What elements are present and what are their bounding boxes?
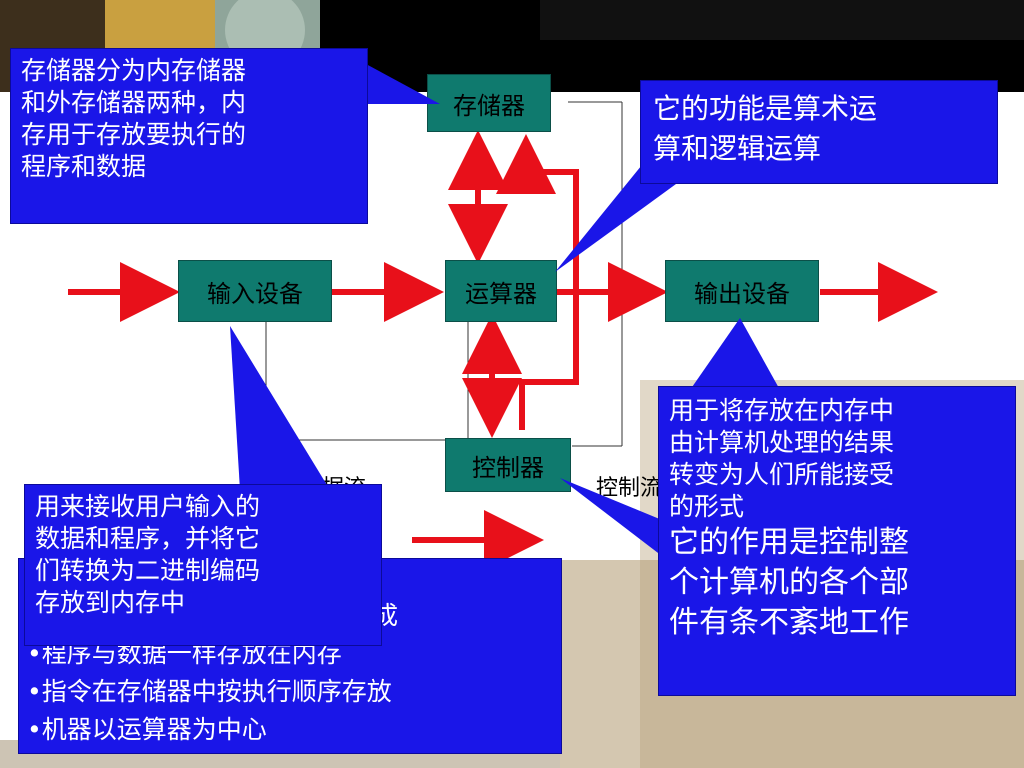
node-alu: 运算器 — [445, 260, 557, 322]
node-memory: 存储器 — [427, 74, 551, 132]
callout-control-line-2: 个计算机的各个部 — [669, 565, 909, 600]
callout-control-line-1: 它的作用是控制整 — [669, 525, 909, 560]
callout-input-line-1: 用来接收用户输入的 — [35, 492, 261, 521]
callout-memory-line-3: 存用于存放要执行的 — [21, 120, 247, 149]
bullet-item-1: •指令在存储器中按执行顺序存放 — [27, 677, 392, 706]
callout-alu-line-1: 它的功能是算术运 — [653, 92, 878, 125]
callout-output-line-3: 转变为人们所能接受 — [669, 460, 895, 489]
callout-output-and-control: 用于将存放在内存中 由计算机处理的结果 转变为人们所能接受 的形式 它的作用是控… — [658, 386, 1016, 696]
callout-output-line-4: 的形式 — [669, 492, 745, 521]
label-control-flow: 控制流 — [596, 476, 663, 501]
bullet-item-2: •机器以运算器为中心 — [27, 715, 267, 744]
callout-input-line-2: 数据和程序，并将它 — [35, 524, 261, 553]
callout-output-line-1: 用于将存放在内存中 — [669, 396, 895, 425]
callout-input-line-4: 存放到内存中 — [35, 588, 186, 617]
callout-memory-line-4: 程序和数据 — [21, 152, 147, 181]
callout-alu-line-2: 算和逻辑运算 — [653, 132, 822, 165]
node-output-device: 输出设备 — [665, 260, 819, 322]
callout-memory-line-2: 和外存储器两种，内 — [21, 88, 247, 117]
callout-output-line-2: 由计算机处理的结果 — [669, 428, 895, 457]
callout-input-line-3: 们转换为二进制编码 — [35, 556, 261, 585]
callout-memory-line-1: 存储器分为内存储器 — [21, 56, 247, 85]
callout-input: 用来接收用户输入的 数据和程序，并将它 们转换为二进制编码 存放到内存中 — [24, 484, 382, 646]
node-input-device: 输入设备 — [178, 260, 332, 322]
arrow-control-to-memory — [496, 134, 579, 430]
callout-memory: 存储器分为内存储器 和外存储器两种，内 存用于存放要执行的 程序和数据 — [10, 48, 368, 224]
node-control: 控制器 — [445, 438, 571, 492]
callout-control-line-3: 件有条不紊地工作 — [669, 605, 909, 640]
callout-alu: 它的功能是算术运 算和逻辑运算 — [640, 80, 998, 184]
